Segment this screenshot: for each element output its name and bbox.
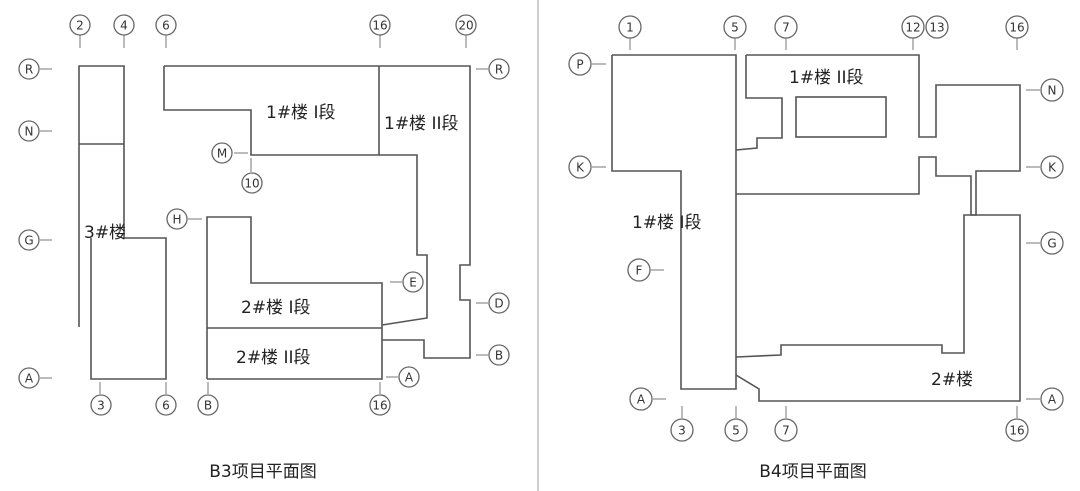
b3-axis-A-left-label: A — [25, 372, 34, 386]
b4-axis-leaders — [592, 38, 1040, 418]
b3-axis-4-label: 4 — [120, 19, 128, 33]
b3-axis-R-left-label: R — [25, 63, 33, 77]
b4-building-1-sec1-outline — [611, 54, 737, 390]
b3-axis-N-bubble: N — [18, 120, 40, 142]
b4-bldg1-sec1-label: 1#楼 I段 — [632, 213, 701, 233]
b4-axis-16-top-label: 16 — [1009, 21, 1024, 35]
b4-axis-7-top-bubble: 7 — [774, 15, 798, 39]
b3-axis-D-bubble: D — [488, 292, 510, 314]
b3-axis-6-bottom-bubble: 6 — [155, 394, 177, 416]
b4-axis-12-bubble: 12 — [901, 15, 925, 39]
b3-caption: B3项目平面图 — [209, 462, 316, 482]
b3-axis-6-bottom-label: 6 — [162, 399, 170, 413]
b3-building-1-outline — [163, 65, 471, 359]
b4-axis-12-label: 12 — [905, 21, 920, 35]
b4-axis-13-label: 13 — [929, 21, 944, 35]
b3-axis-R-right-bubble: R — [488, 58, 510, 80]
b4-building-1-sec2-outline — [735, 54, 1021, 216]
b4-axis-N-label: N — [1048, 84, 1057, 98]
b3-building-3-outline — [78, 65, 167, 380]
b3-axis-G-label: G — [24, 234, 33, 248]
b3-axis-B-bottom-bubble: B — [197, 394, 219, 416]
b3-axis-G-bubble: G — [18, 229, 40, 251]
b3-axis-A-inner-label: A — [405, 371, 414, 385]
b3-axis-2-bubble: 2 — [69, 14, 91, 36]
b3-axis-3-label: 3 — [97, 399, 105, 413]
b4-axis-A-right-label: A — [1048, 393, 1057, 407]
b4-plan: 1 5 7 12 13 16 P K F A N K G A 3 5 7 16 … — [568, 15, 1064, 482]
b3-axis-3-bubble: 3 — [90, 394, 112, 416]
b4-axis-5-top-label: 5 — [731, 21, 739, 35]
b4-axis-A-right-bubble: A — [1040, 387, 1064, 411]
b3-axis-6-top-label: 6 — [162, 19, 170, 33]
b4-bldg2-label: 2#楼 — [931, 370, 973, 390]
b4-axis-16-bottom-label: 16 — [1009, 424, 1024, 438]
b4-axis-16-bottom-bubble: 16 — [1005, 418, 1029, 442]
b4-axis-G-bubble: G — [1040, 231, 1064, 255]
b4-axis-K-right-bubble: K — [1040, 155, 1064, 179]
b3-axis-N-label: N — [25, 125, 34, 139]
b3-axis-R-left-bubble: R — [18, 58, 40, 80]
b4-axis-K-left-label: K — [576, 161, 585, 175]
b3-axis-20-bubble: 20 — [455, 14, 477, 36]
b3-axis-16-top-bubble: 16 — [369, 14, 391, 36]
b4-axis-13-bubble: 13 — [925, 15, 949, 39]
b3-axis-16-bottom-label: 16 — [372, 399, 387, 413]
b4-building-2-outline — [735, 214, 1021, 402]
b3-axis-6-top-bubble: 6 — [155, 14, 177, 36]
b3-axis-4-bubble: 4 — [113, 14, 135, 36]
b4-axis-A-left-bubble: A — [629, 387, 653, 411]
b3-plan: 2 4 6 16 20 R N G A R D B M 10 H E A 3 6… — [18, 14, 510, 482]
b4-axis-5-bottom-bubble: 5 — [724, 418, 748, 442]
b3-axis-20-label: 20 — [458, 19, 473, 33]
b4-bldg1-sec2-label: 1#楼 II段 — [789, 68, 864, 88]
b3-axis-B-bottom-label: B — [204, 399, 212, 413]
b3-axis-B-right-bubble: B — [488, 344, 510, 366]
b4-axis-5-top-bubble: 5 — [723, 15, 747, 39]
b4-axis-1-bubble: 1 — [618, 15, 642, 39]
b3-axis-10-label: 10 — [244, 177, 259, 191]
b4-axis-F-bubble: F — [627, 258, 651, 282]
b4-axis-7-top-label: 7 — [782, 21, 790, 35]
b3-bldg2-sec1-label: 2#楼 I段 — [241, 298, 310, 318]
b4-axis-A-left-label: A — [637, 393, 646, 407]
b3-axis-M-bubble: M — [211, 142, 233, 164]
b4-axis-P-bubble: P — [568, 52, 592, 76]
b3-axis-H-label: H — [172, 213, 181, 227]
b3-axis-2-label: 2 — [76, 19, 84, 33]
b3-axis-16-top-label: 16 — [372, 19, 387, 33]
b3-axis-A-inner-bubble: A — [398, 366, 420, 388]
b3-axis-M-label: M — [217, 147, 227, 161]
b3-axis-leaders — [40, 35, 488, 394]
b3-axis-B-right-label: B — [495, 349, 503, 363]
b3-axis-A-left-bubble: A — [18, 367, 40, 389]
b4-axis-5-bottom-label: 5 — [732, 424, 740, 438]
b4-axis-16-top-bubble: 16 — [1005, 15, 1029, 39]
b4-caption: B4项目平面图 — [759, 462, 866, 482]
b4-axis-1-label: 1 — [626, 21, 634, 35]
b4-axis-3-label: 3 — [678, 424, 686, 438]
b3-bldg3-label: 3#楼 — [84, 223, 126, 243]
b4-axis-P-label: P — [576, 58, 583, 72]
b3-axis-E-label: E — [409, 276, 417, 290]
b3-axis-10-bubble: 10 — [241, 172, 263, 194]
b4-axis-K-right-label: K — [1048, 161, 1057, 175]
b4-axis-F-label: F — [636, 264, 643, 278]
b3-axis-R-right-label: R — [495, 63, 503, 77]
b3-bldg2-sec2-label: 2#楼 II段 — [236, 348, 311, 368]
b3-bldg1-sec2-label: 1#楼 II段 — [384, 114, 459, 134]
b3-axis-16-bottom-bubble: 16 — [369, 394, 391, 416]
b4-axis-G-label: G — [1047, 237, 1056, 251]
b3-axis-H-bubble: H — [166, 208, 188, 230]
b3-building-2-outline — [206, 216, 383, 380]
b4-axis-3-bubble: 3 — [670, 418, 694, 442]
b3-axis-D-label: D — [494, 297, 503, 311]
b4-axis-7-bottom-label: 7 — [782, 424, 790, 438]
b4-axis-N-bubble: N — [1040, 78, 1064, 102]
b4-axis-K-left-bubble: K — [568, 155, 592, 179]
b3-bldg1-sec1-label: 1#楼 I段 — [266, 103, 335, 123]
b4-axis-7-bottom-bubble: 7 — [774, 418, 798, 442]
b3-axis-E-bubble: E — [402, 271, 424, 293]
